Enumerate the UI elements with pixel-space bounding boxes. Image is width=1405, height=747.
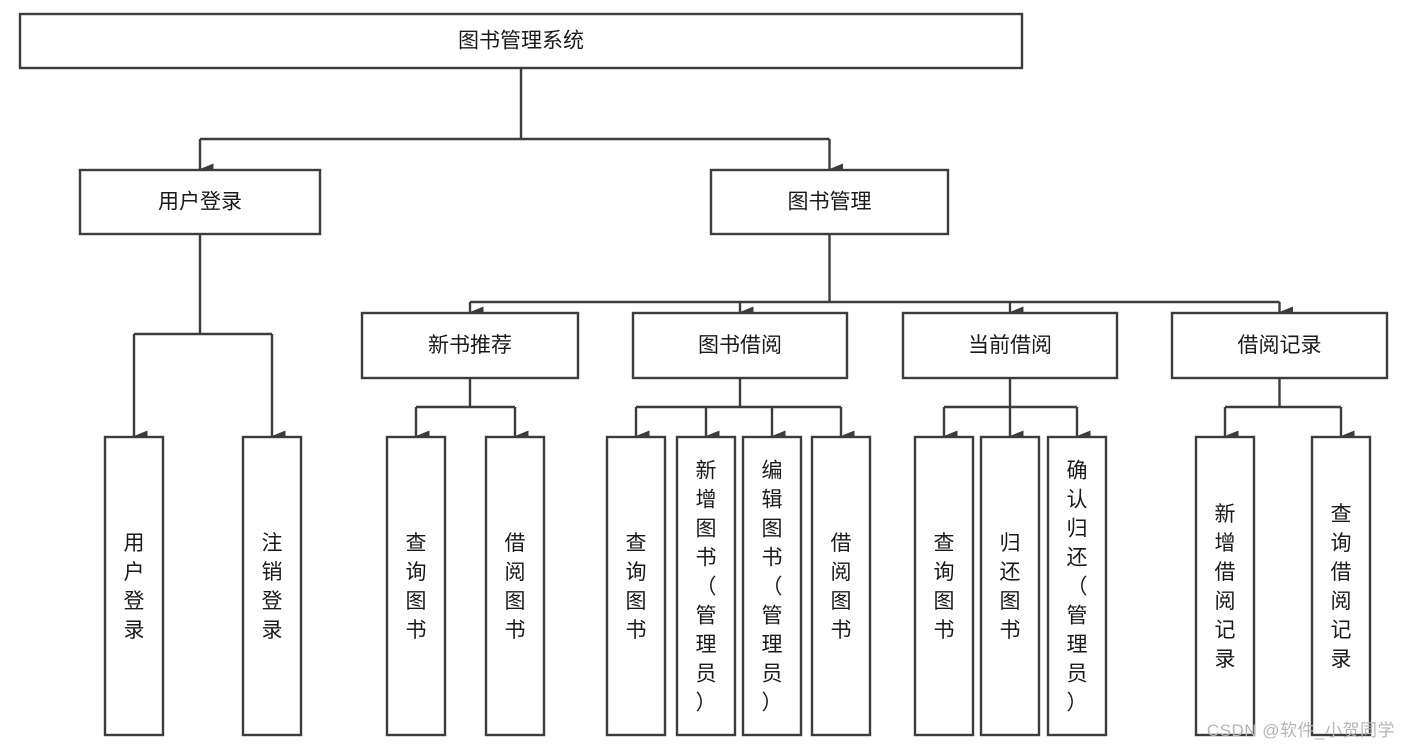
- node-label: 借阅图书: [505, 532, 526, 642]
- node-box: [675, 435, 737, 737]
- node-label: 编辑图书（管理员）: [762, 460, 783, 715]
- node-label: 新增图书（管理员）: [696, 460, 717, 715]
- node-label: 归还图书: [1000, 532, 1021, 642]
- node-user-login-do[interactable]: 用户登录: [103, 435, 165, 737]
- node-label: 借阅图书: [831, 532, 852, 642]
- node-box: [913, 435, 975, 737]
- node-label: 确认归还（管理员）: [1067, 460, 1088, 715]
- node-box: [901, 311, 1119, 380]
- node-label: 新书推荐: [428, 334, 512, 357]
- node-label: 用户登录: [158, 191, 242, 214]
- node-box: [78, 168, 322, 236]
- node-cb-confirm-return[interactable]: 确认归还（管理员）: [1046, 435, 1108, 737]
- node-bb-borrow-book[interactable]: 借阅图书: [810, 435, 872, 737]
- node-br-query-record[interactable]: 查询借阅记录: [1310, 435, 1372, 737]
- node-bb-edit-book[interactable]: 编辑图书（管理员）: [741, 435, 803, 737]
- node-cb-query-book[interactable]: 查询图书: [913, 435, 975, 737]
- node-box: [103, 435, 165, 737]
- node-box: [631, 311, 849, 380]
- node-label: 查询借阅记录: [1331, 503, 1352, 671]
- node-box: [18, 12, 1024, 70]
- connector-layer: [132, 68, 1355, 442]
- node-box: [1046, 435, 1108, 737]
- node-label: 用户登录: [124, 532, 145, 642]
- node-user-logout[interactable]: 注销登录: [241, 435, 303, 737]
- node-box: [605, 435, 667, 737]
- node-label: 当前借阅: [968, 334, 1052, 357]
- node-user-login[interactable]: 用户登录: [78, 168, 322, 236]
- node-box: [810, 435, 872, 737]
- node-br-add-record[interactable]: 新增借阅记录: [1194, 435, 1256, 737]
- node-label: 图书管理: [788, 191, 872, 214]
- node-nbr-borrow-book[interactable]: 借阅图书: [484, 435, 546, 737]
- node-label: 图书借阅: [698, 334, 782, 357]
- node-borrow-record[interactable]: 借阅记录: [1170, 311, 1389, 380]
- node-label: 借阅记录: [1238, 334, 1322, 357]
- node-box: [741, 435, 803, 737]
- node-box: [1194, 435, 1256, 737]
- node-box: [1170, 311, 1389, 380]
- node-label: 查询图书: [934, 532, 955, 642]
- node-box: [709, 168, 950, 236]
- node-box: [979, 435, 1041, 737]
- node-bb-query-book[interactable]: 查询图书: [605, 435, 667, 737]
- node-current-borrow[interactable]: 当前借阅: [901, 311, 1119, 380]
- node-label: 图书管理系统: [458, 30, 584, 53]
- node-book-management[interactable]: 图书管理: [709, 168, 950, 236]
- node-box: [1310, 435, 1372, 737]
- node-label: 查询图书: [406, 532, 427, 642]
- node-nbr-query-book[interactable]: 查询图书: [385, 435, 447, 737]
- node-label: 查询图书: [626, 532, 647, 642]
- node-label: 新增借阅记录: [1215, 503, 1236, 671]
- node-box: [484, 435, 546, 737]
- node-box: [360, 311, 580, 380]
- node-box: [385, 435, 447, 737]
- node-book-borrow[interactable]: 图书借阅: [631, 311, 849, 380]
- node-new-book-recommend[interactable]: 新书推荐: [360, 311, 580, 380]
- node-box: [241, 435, 303, 737]
- node-cb-return-book[interactable]: 归还图书: [979, 435, 1041, 737]
- node-bb-add-book[interactable]: 新增图书（管理员）: [675, 435, 737, 737]
- node-label: 注销登录: [262, 532, 283, 642]
- node-layer: 图书管理系统用户登录图书管理用户登录注销登录新书推荐查询图书借阅图书图书借阅查询…: [18, 12, 1389, 737]
- node-root[interactable]: 图书管理系统: [18, 12, 1024, 70]
